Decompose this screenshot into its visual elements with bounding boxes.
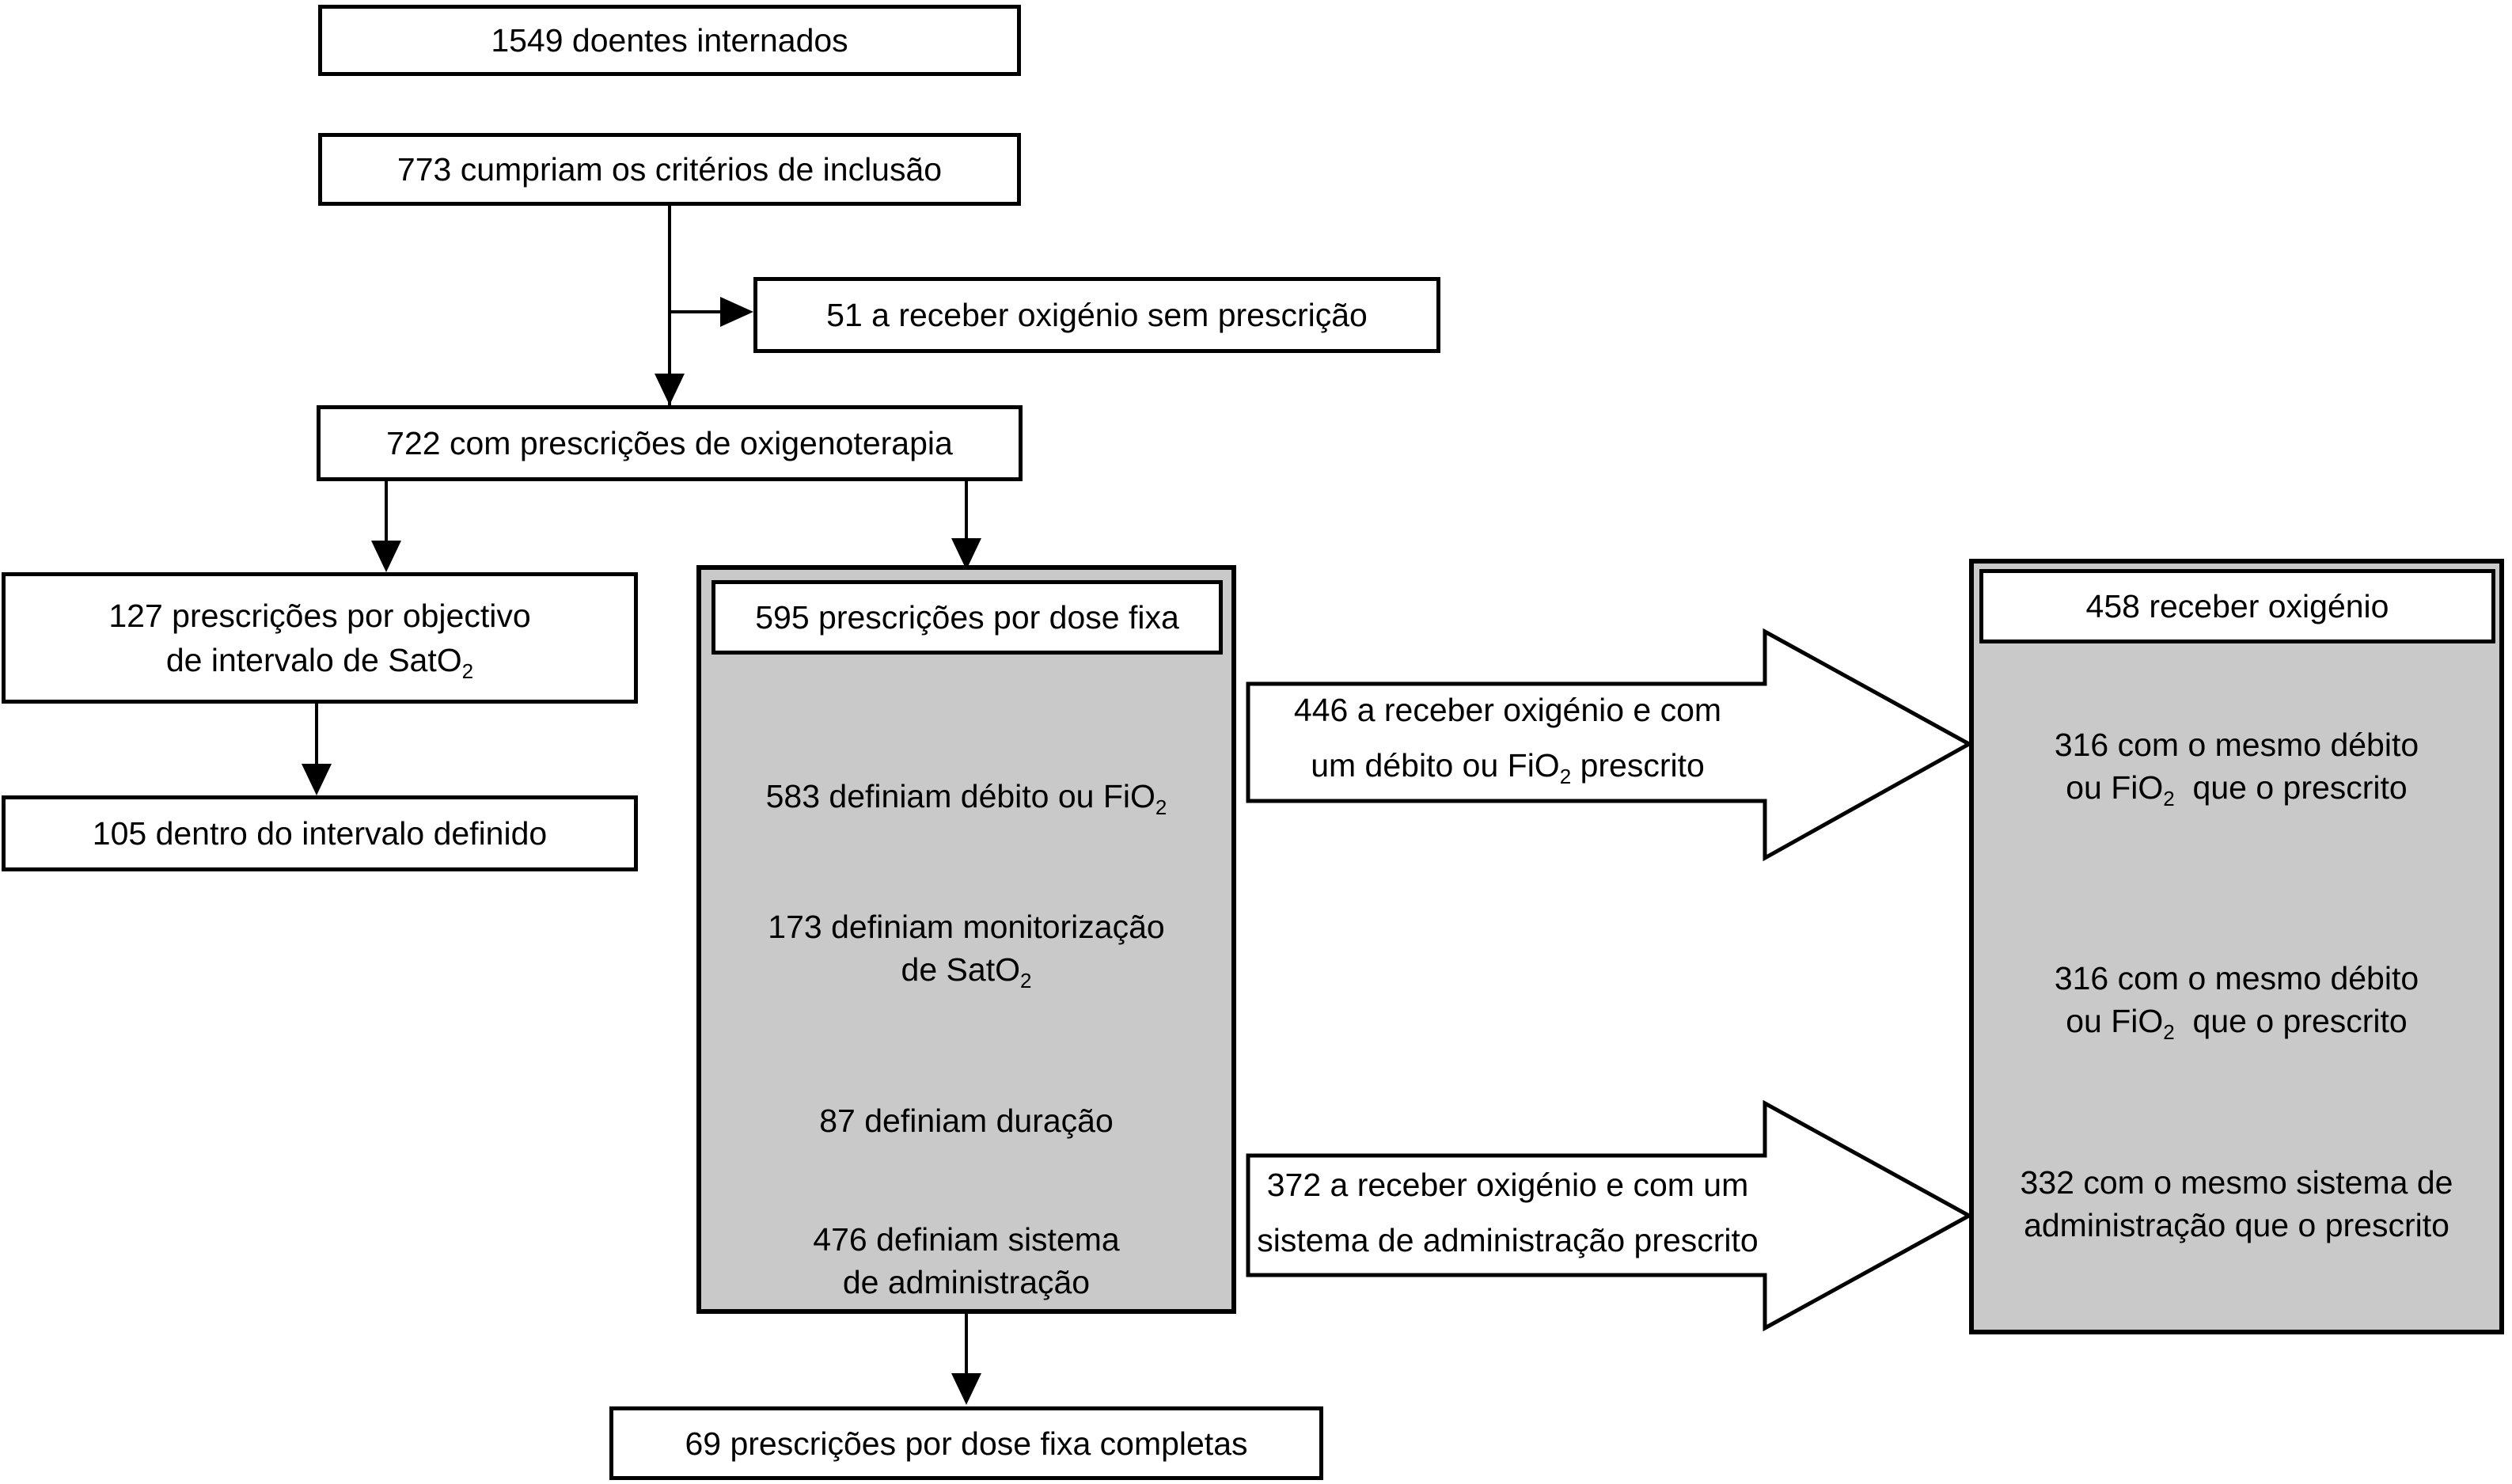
connector-722-to-dose-fixa: [965, 481, 968, 538]
group-receber-oxigenio-header-label: 458 receber oxigénio: [2085, 587, 2389, 624]
arrowhead-right-51-icon: [720, 297, 753, 327]
box-1549-doentes-internados: 1549 doentes internados: [318, 5, 1021, 76]
connector-dose-fixa-to-69: [965, 1314, 968, 1373]
box-722-label: 722 com prescrições de oxigenoterapia: [386, 425, 953, 461]
arrowhead-down-127-icon: [371, 541, 401, 572]
fio2-subscript: 2: [2163, 787, 2175, 811]
box-51-sem-prescricao: 51 a receber oxigénio sem prescrição: [753, 277, 1440, 353]
item-87-duracao: 87 definiam duração: [819, 1103, 1114, 1139]
big-arrow-372-label: 372 a receber oxigénio e com um sistema …: [1257, 1167, 1759, 1258]
box-51-label: 51 a receber oxigénio sem prescrição: [826, 297, 1368, 333]
arrowhead-down-69-icon: [951, 1373, 981, 1405]
connector-773-to-722: [668, 206, 671, 405]
box-69-dose-fixa-completas: 69 prescrições por dose fixa completas: [609, 1406, 1323, 1480]
box-127-line2: de intervalo de SatO2: [165, 642, 474, 684]
box-773-label: 773 cumpriam os critérios de inclusão: [397, 151, 943, 188]
group-dose-fixa: 595 prescrições por dose fixa 583 defini…: [696, 565, 1236, 1314]
item-332-sistema: 332 com o mesmo sistema de administração…: [2020, 1164, 2453, 1243]
connector-branch-to-51: [670, 310, 722, 313]
big-arrow-446-shape: [1246, 628, 1974, 862]
connector-722-to-127: [385, 481, 388, 541]
item-316-debito-1: 316 com o mesmo débito ou FiO2 que o pre…: [2054, 727, 2419, 811]
group-receber-oxigenio: 458 receber oxigénio 316 com o mesmo déb…: [1969, 559, 2504, 1334]
box-127-objectivo-sato2: 127 prescrições por objectivo de interva…: [2, 572, 638, 704]
box-722-prescricoes-oxigenoterapia: 722 com prescrições de oxigenoterapia: [317, 405, 1023, 481]
box-773-criterios-inclusao: 773 cumpriam os critérios de inclusão: [318, 133, 1021, 206]
big-arrow-372: [1246, 1099, 1974, 1332]
box-69-label: 69 prescrições por dose fixa completas: [685, 1425, 1248, 1462]
sato2-subscript: 2: [461, 659, 474, 684]
group-receber-oxigenio-header: 458 receber oxigénio: [1979, 569, 2495, 643]
arrowhead-down-722-icon: [655, 374, 685, 405]
group-dose-fixa-header: 595 prescrições por dose fixa: [711, 580, 1223, 655]
item-173-monitorizacao: 173 definiam monitorização de SatO2: [768, 909, 1165, 993]
fio2-subscript: 2: [1155, 795, 1167, 820]
item-583-debito-fio2: 583 definiam débito ou FiO2: [765, 778, 1167, 820]
box-127-line1: 127 prescrições por objectivo: [108, 598, 531, 634]
big-arrow-446: [1246, 628, 1974, 862]
arrowhead-down-dose-fixa-icon: [951, 538, 981, 570]
item-476-sistema: 476 definiam sistema de administração: [813, 1221, 1120, 1300]
sato2-subscript: 2: [1019, 969, 1032, 993]
box-105-intervalo-definido: 105 dentro do intervalo definido: [2, 795, 638, 871]
group-dose-fixa-header-label: 595 prescrições por dose fixa: [755, 598, 1179, 636]
box-1549-label: 1549 doentes internados: [491, 22, 848, 59]
connector-127-to-105: [315, 703, 318, 764]
fio2-subscript: 2: [1559, 765, 1572, 789]
big-arrow-446-label: 446 a receber oxigénio e com um débito o…: [1293, 692, 1722, 789]
fio2-subscript: 2: [2163, 1020, 2175, 1045]
arrowhead-down-105-icon: [302, 764, 332, 795]
item-316-debito-2: 316 com o mesmo débito ou FiO2 que o pre…: [2054, 960, 2419, 1045]
box-105-label: 105 dentro do intervalo definido: [92, 815, 548, 852]
big-arrow-372-shape: [1246, 1099, 1974, 1332]
